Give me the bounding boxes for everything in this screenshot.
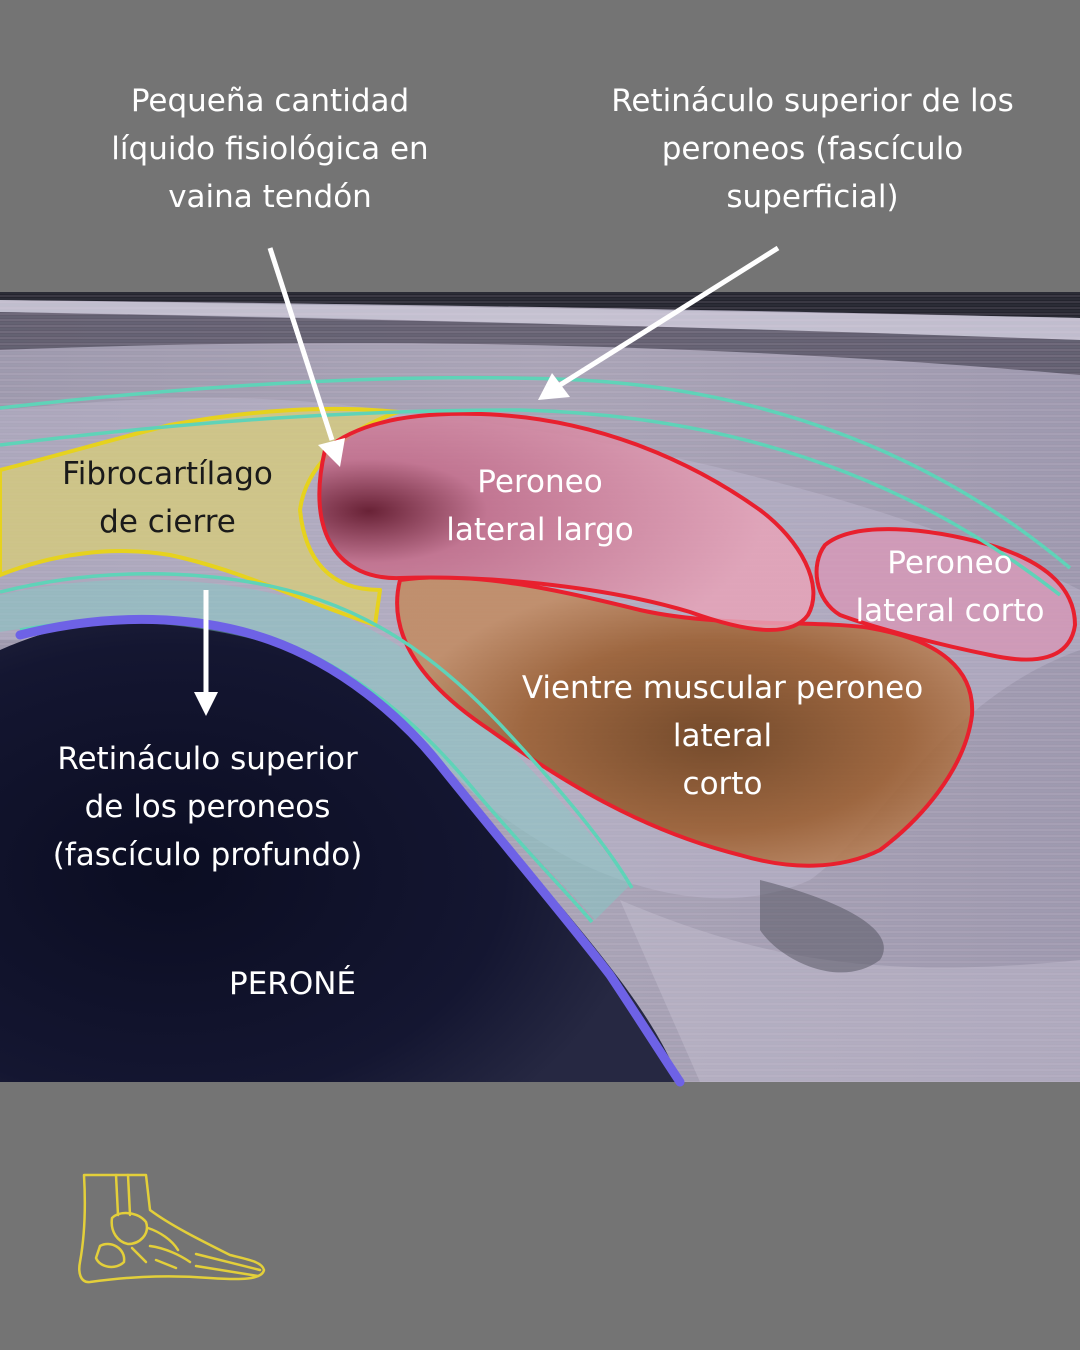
foot-skeleton-icon: [78, 1173, 266, 1284]
arrow-to-deep-retinaculum: [194, 590, 218, 716]
peroneus-brevis-tendon: [814, 527, 1078, 662]
brevis-muscle-belly: [395, 575, 975, 868]
superficial-retinaculum-label: Retináculo superior de los peroneos (fas…: [611, 83, 1014, 215]
deep-retinaculum-band: [0, 579, 630, 920]
brevis-muscle-belly-label: Vientre muscular peroneo lateral corto: [521, 670, 924, 802]
peroneus-brevis-label: Peroneo lateral corto: [855, 545, 1045, 629]
superficial-retinaculum-line-outer: [0, 375, 1072, 570]
deep-retinaculum-line-outer: [0, 571, 634, 889]
arrow-to-superficial-retinaculum: [538, 245, 780, 400]
fibula-label: PERONÉ: [229, 966, 356, 1002]
fibula-bone: [0, 618, 680, 1082]
fibula-cortex-line: [15, 614, 685, 1087]
fibrocartilage-label: Fibrocartílago de cierre: [62, 456, 273, 540]
deep-retinaculum-label: Retináculo superior de los peroneos (fas…: [52, 741, 363, 873]
superficial-retinaculum-line-inner: [0, 408, 1062, 597]
peroneus-longus-tendon: [317, 411, 816, 632]
arrow-to-fluid: [267, 247, 345, 467]
peroneus-longus-label: Peroneo lateral largo: [446, 464, 634, 548]
fluid-label: Pequeña cantidad líquido fisiológica en …: [111, 83, 429, 215]
